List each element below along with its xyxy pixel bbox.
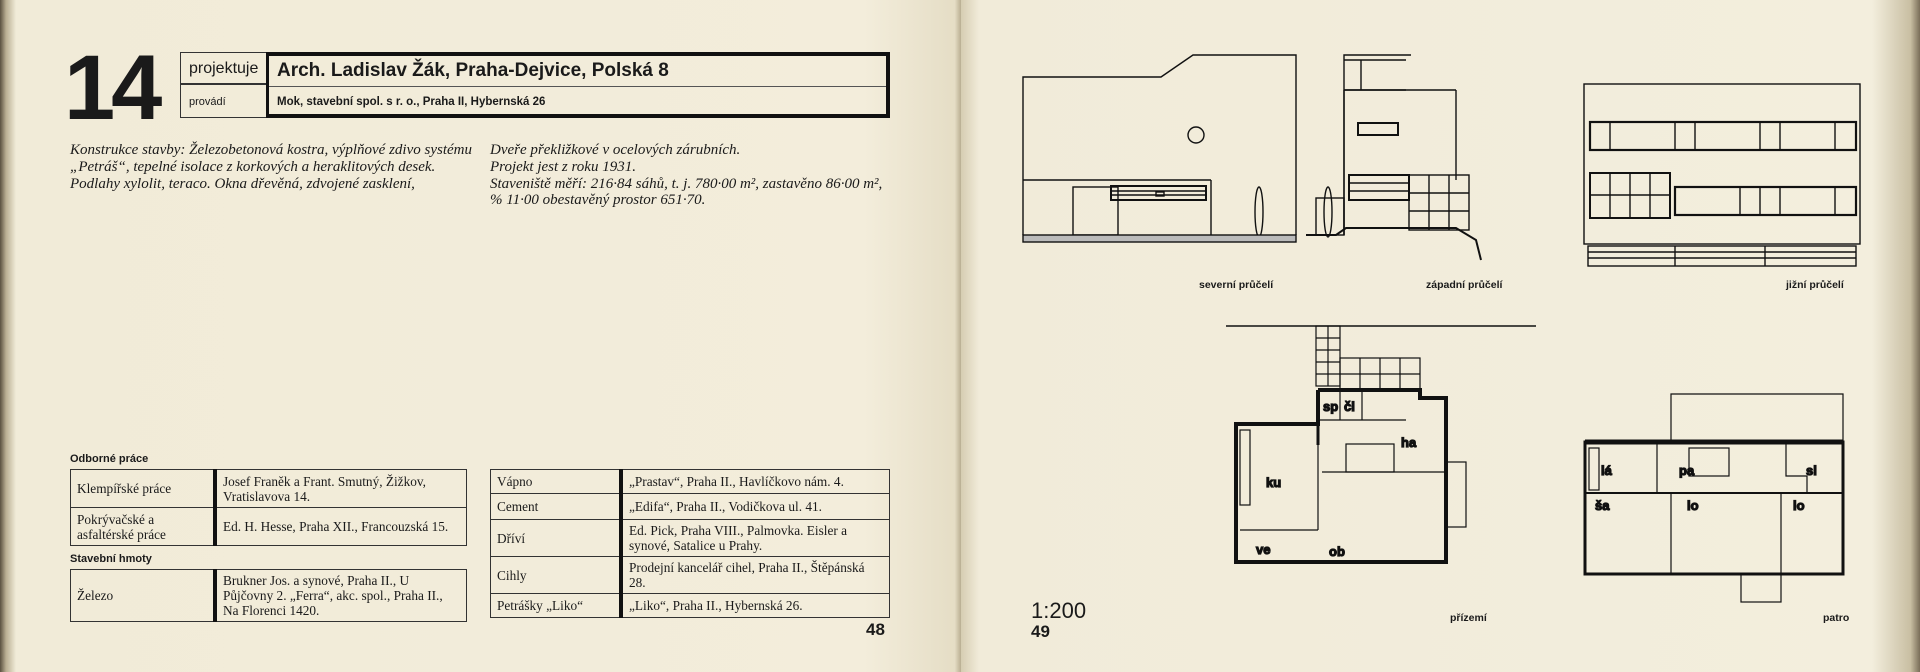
trade-contractor: Ed. H. Hesse, Praha XII., Francouzská 15… — [215, 507, 467, 546]
right-page: severní průčelí západní průčelí jižní pr… — [961, 0, 1920, 672]
trades-table: Klempířské práce Josef Franěk a Frant. S… — [70, 469, 467, 546]
room-label: lo — [1687, 498, 1699, 513]
material-supplier: „Prastav“, Praha II., Havlíčkovo nám. 4. — [621, 469, 890, 494]
south-elevation-drawing — [1583, 83, 1861, 267]
upper-floor-caption: patro — [1823, 612, 1850, 624]
description-left: Konstrukce stavby: Železobetonová kostra… — [70, 142, 475, 192]
material-name: Cihly — [490, 556, 623, 594]
trade-contractor: Josef Franěk a Frant. Smutný, Žižkov, Vr… — [215, 469, 467, 508]
header-divider — [269, 86, 886, 87]
north-elevation-caption: severní průčelí — [1199, 279, 1274, 291]
material-name: Cement — [490, 493, 623, 520]
materials-table-right: Vápno „Prastav“, Praha II., Havlíčkovo n… — [490, 469, 890, 618]
description-paragraph: Projekt jest z roku 1931. — [490, 158, 636, 175]
table-row: Cihly Prodejní kancelář cihel, Praha II.… — [490, 556, 890, 594]
room-label: lo — [1793, 498, 1805, 513]
table-row: Železo Brukner Jos. a synové, Praha II.,… — [70, 569, 467, 622]
materials-table-left: Železo Brukner Jos. a synové, Praha II.,… — [70, 569, 467, 622]
material-name: Železo — [70, 569, 217, 622]
material-supplier: „Liko“, Praha II., Hybernská 26. — [621, 593, 890, 618]
room-label: ša — [1595, 498, 1610, 513]
page-number-right: 49 — [1031, 622, 1050, 641]
material-supplier: Prodejní kancelář cihel, Praha II., Štěp… — [621, 556, 890, 594]
builder-name: Mok, stavební spol. s r. o., Praha II, H… — [277, 96, 546, 108]
room-label: lá — [1601, 463, 1613, 478]
table-row: Cement „Edifa“, Praha II., Vodičkova ul.… — [490, 493, 890, 520]
west-elevation-caption: západní průčelí — [1426, 279, 1503, 291]
project-header: projektuje provádí Arch. Ladislav Žák, P… — [180, 52, 890, 118]
table-row: Klempířské práce Josef Franěk a Frant. S… — [70, 469, 467, 508]
table-row: Pokrývačské a asfaltérské práce Ed. H. H… — [70, 507, 467, 546]
trades-heading: Odborné práce — [70, 453, 149, 465]
material-name: Vápno — [490, 469, 623, 494]
ground-floor-caption: přízemí — [1450, 612, 1487, 624]
west-elevation-drawing — [1306, 54, 1482, 261]
room-label: pa — [1679, 463, 1695, 478]
ground-floor-plan: sp či ha ku ve ob — [1226, 325, 1536, 564]
material-supplier: Ed. Pick, Praha VIII., Palmovka. Eisler … — [621, 519, 890, 557]
room-label: sp — [1323, 399, 1338, 414]
room-label: ve — [1256, 542, 1270, 557]
project-number: 14 — [64, 37, 162, 139]
left-page: 14 projektuje provádí Arch. Ladislav Žák… — [0, 0, 961, 672]
page-number-left: 48 — [866, 620, 885, 639]
builder-label: provádí — [180, 84, 266, 118]
material-name: Petrášky „Liko“ — [490, 593, 623, 618]
materials-heading: Stavební hmoty — [70, 553, 152, 565]
room-label: ku — [1266, 475, 1281, 490]
description-paragraph: Dveře překližkové v ocelových zárubních. — [490, 142, 741, 158]
material-name: Dříví — [490, 519, 623, 557]
room-label: či — [1344, 399, 1355, 414]
designer-name: Arch. Ladislav Žák, Praha-Dejvice, Polsk… — [277, 60, 669, 81]
upper-floor-plan: lá pa sl ša lo lo — [1583, 393, 1845, 603]
table-row: Dříví Ed. Pick, Praha VIII., Palmovka. E… — [490, 519, 890, 557]
table-row: Petrášky „Liko“ „Liko“, Praha II., Hyber… — [490, 593, 890, 618]
description-paragraph: Podlahy xylolit, teraco. Okna dřevěná, z… — [70, 175, 415, 192]
trade-name: Klempířské práce — [70, 469, 217, 508]
description-paragraph: Staveniště měří: 216·84 sáhů, t. j. 780·… — [490, 175, 883, 209]
table-row: Vápno „Prastav“, Praha II., Havlíčkovo n… — [490, 469, 890, 494]
description-paragraph: Konstrukce stavby: Železobetonová kostra… — [70, 142, 472, 175]
header-values: Arch. Ladislav Žák, Praha-Dejvice, Polsk… — [266, 52, 890, 118]
north-elevation-drawing — [1022, 54, 1297, 243]
designer-label: projektuje — [180, 52, 266, 84]
description-right: Dveře překližkové v ocelových zárubních.… — [490, 142, 890, 209]
room-label: ob — [1329, 544, 1345, 559]
room-label: sl — [1806, 463, 1817, 478]
room-label: ha — [1401, 435, 1417, 450]
south-elevation-caption: jižní průčelí — [1786, 279, 1844, 291]
scale-label: 1:200 — [1031, 598, 1087, 623]
material-supplier: „Edifa“, Praha II., Vodičkova ul. 41. — [621, 493, 890, 520]
material-supplier: Brukner Jos. a synové, Praha II., U Půjč… — [215, 569, 467, 622]
trade-name: Pokrývačské a asfaltérské práce — [70, 507, 217, 546]
